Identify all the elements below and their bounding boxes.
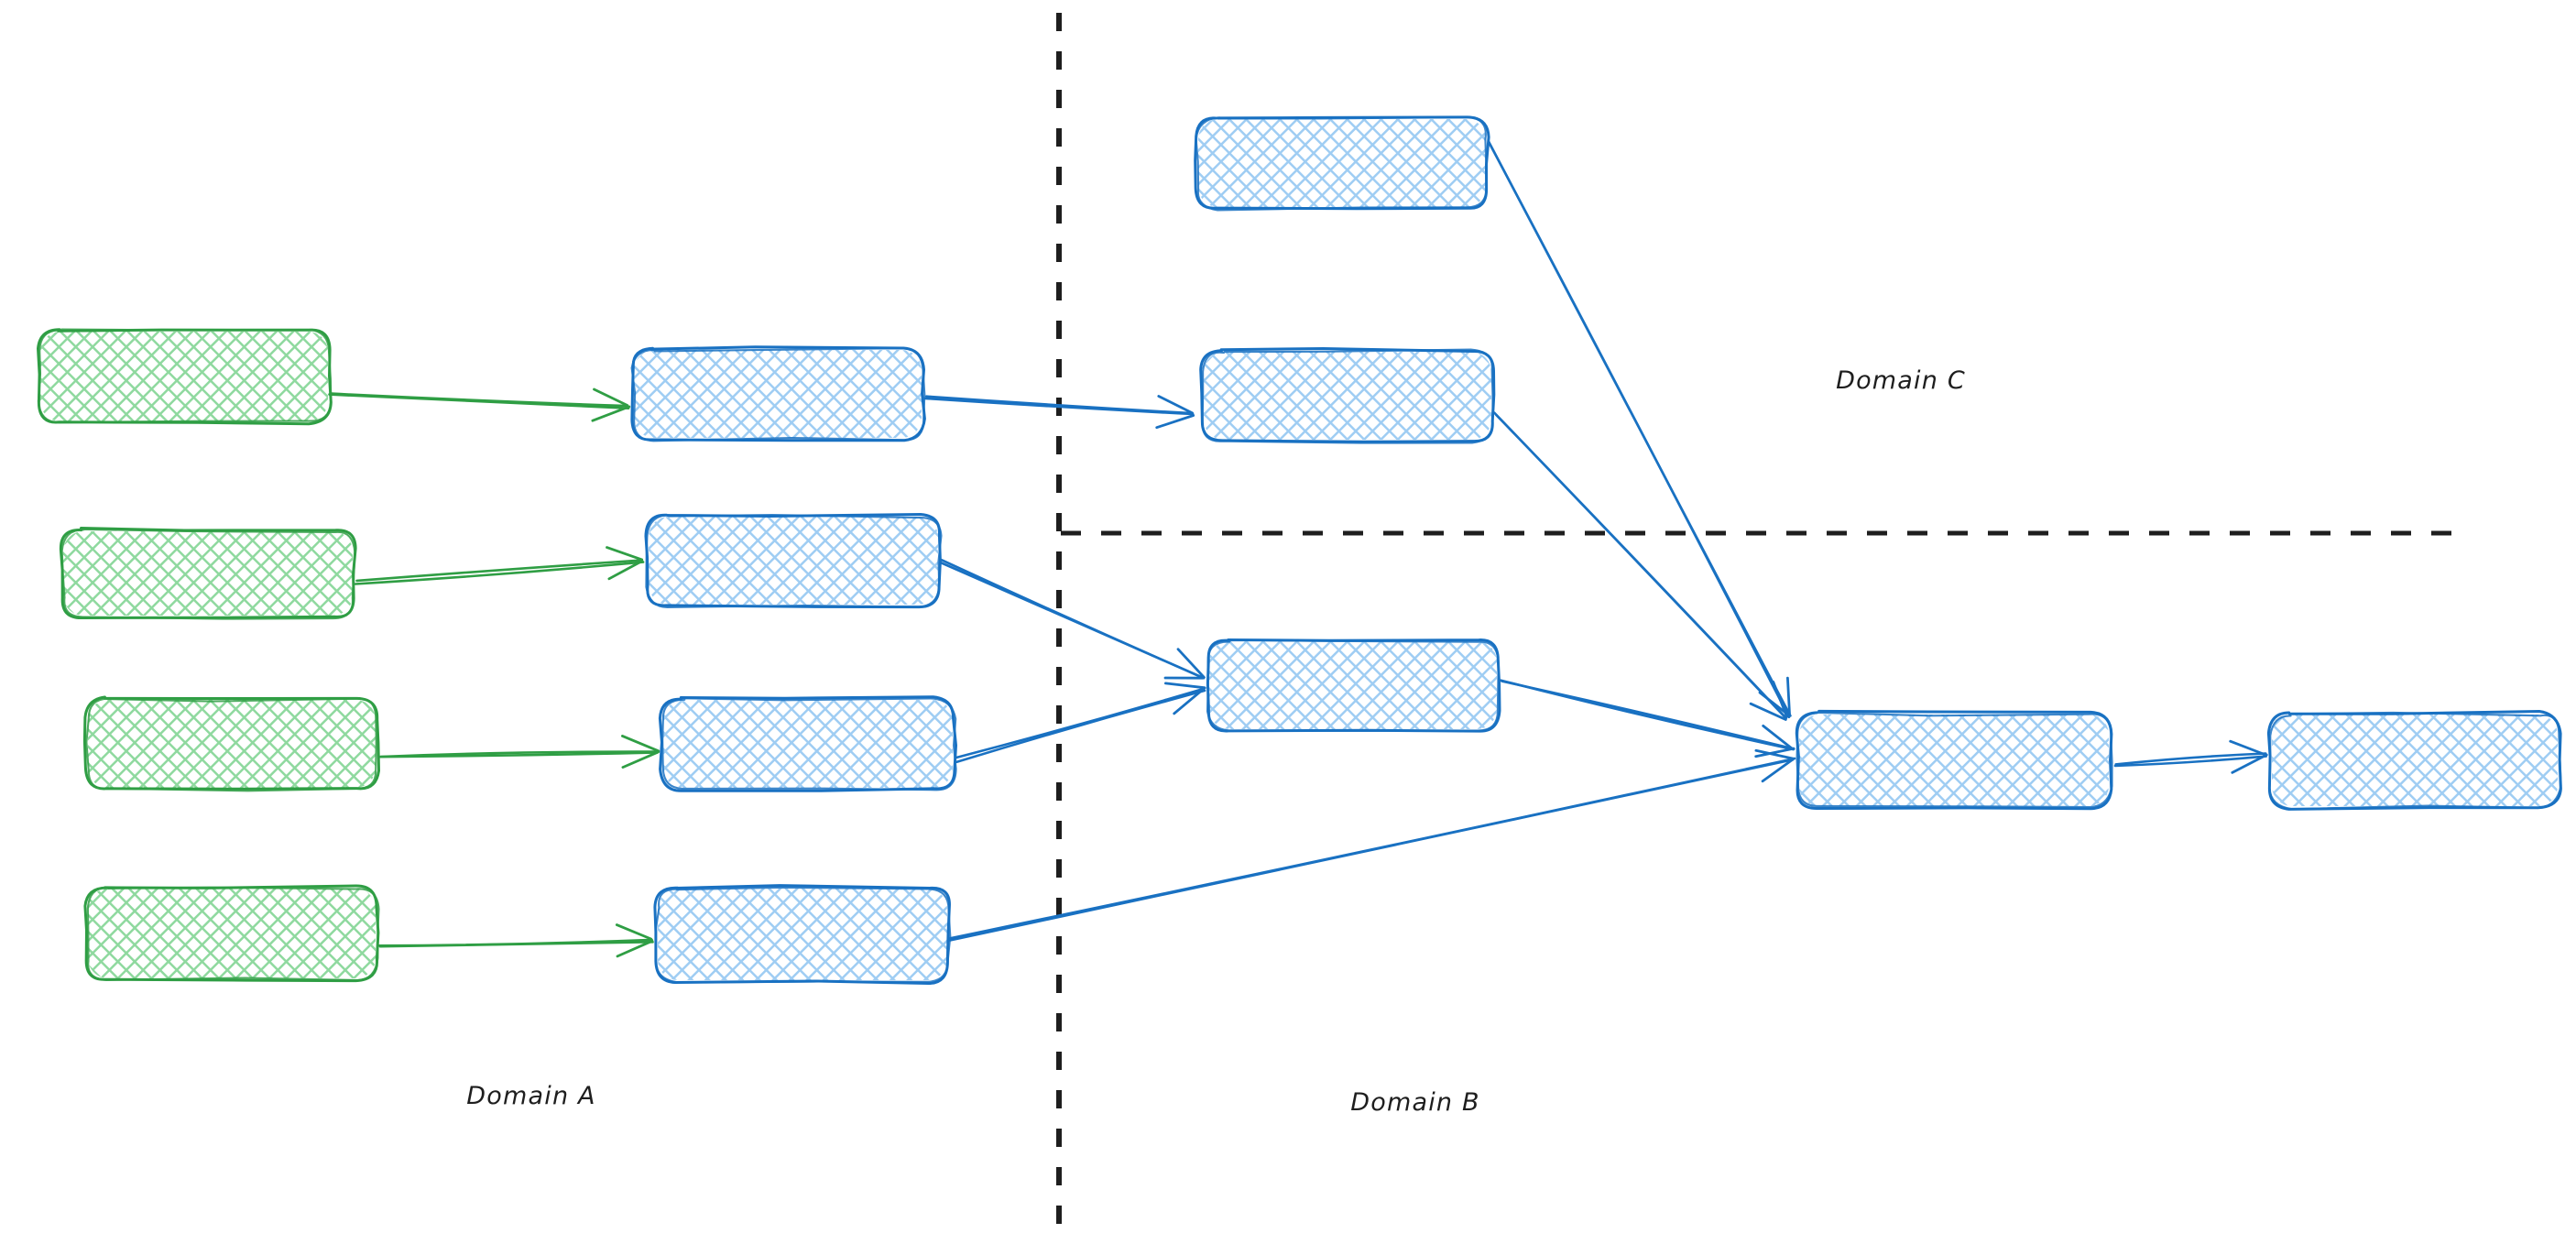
node-a2[interactable] xyxy=(59,527,357,620)
edge-hub-to-out xyxy=(2113,739,2268,774)
edge-a1-to-b1 xyxy=(328,387,631,422)
node-b4[interactable] xyxy=(653,884,952,986)
edge-c2-to-hub xyxy=(1493,411,1788,721)
node-a1[interactable] xyxy=(36,328,333,426)
edge-a2-to-b2 xyxy=(354,546,645,585)
node-b2[interactable] xyxy=(644,512,943,609)
nodes-layer xyxy=(36,115,2562,986)
edge-b3-to-c3 xyxy=(955,682,1206,764)
node-c2[interactable] xyxy=(1199,346,1496,444)
edge-b4-to-hub xyxy=(948,748,1796,942)
node-b1[interactable] xyxy=(630,345,926,442)
edge-c1-to-hub xyxy=(1487,140,1792,719)
domain-dividers xyxy=(1056,13,2466,1242)
edge-b1-to-c2 xyxy=(923,395,1195,430)
edge-a4-to-b4 xyxy=(377,923,654,958)
edge-c3-to-hub xyxy=(1500,679,1796,758)
node-hub[interactable] xyxy=(1795,709,2113,811)
node-c1[interactable] xyxy=(1194,115,1490,212)
node-out[interactable] xyxy=(2266,709,2562,811)
node-a4[interactable] xyxy=(83,884,380,983)
domain-c-label: Domain C xyxy=(1836,366,1966,395)
node-b3[interactable] xyxy=(658,695,958,792)
edge-b2-to-c3 xyxy=(939,559,1206,680)
domain-b-label: Domain B xyxy=(1350,1088,1479,1117)
domain-a-label: Domain A xyxy=(466,1082,595,1110)
node-a3[interactable] xyxy=(82,695,381,792)
edge-a3-to-b3 xyxy=(377,735,660,769)
edges-layer xyxy=(328,140,2268,958)
node-c3[interactable] xyxy=(1206,638,1501,733)
